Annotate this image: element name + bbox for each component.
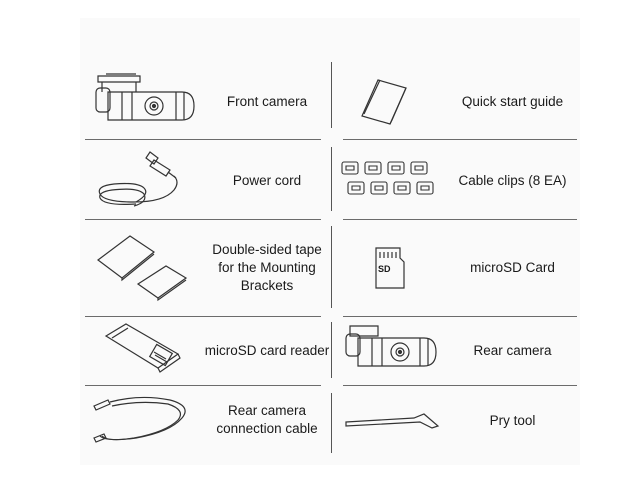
rear-camera-cable-icon — [90, 392, 194, 450]
item-label: Double-sided tape for the Mounting Brack… — [212, 242, 322, 293]
column-divider — [331, 322, 332, 378]
item-label: Front camera — [226, 94, 308, 109]
item-label: Quick start guide — [461, 94, 564, 109]
column-divider — [331, 147, 332, 211]
row-divider — [85, 219, 321, 220]
row-divider — [343, 385, 577, 386]
item-label: Cable clips (8 EA) — [458, 173, 567, 188]
row-divider — [85, 139, 321, 140]
column-divider — [331, 393, 332, 453]
column-divider — [331, 226, 332, 308]
microsd-card-reader-icon — [104, 322, 184, 372]
power-cord-icon — [92, 148, 186, 210]
pry-tool-icon — [344, 410, 440, 434]
item-label: Pry tool — [489, 413, 536, 428]
item-label: Rear camera connection cable — [216, 403, 318, 436]
row-divider — [343, 219, 577, 220]
item-label: Rear camera — [473, 343, 552, 358]
rear-camera-icon — [342, 322, 440, 374]
front-camera-icon — [92, 70, 200, 130]
double-sided-tape-icon — [96, 232, 196, 304]
item-label: Power cord — [232, 173, 302, 188]
item-label: microSD Card — [470, 260, 555, 275]
microsd-card-icon — [370, 246, 410, 290]
cable-clips-icon — [338, 160, 442, 204]
column-divider — [331, 62, 332, 128]
row-divider — [343, 139, 577, 140]
row-divider — [85, 385, 321, 386]
row-divider — [343, 316, 577, 317]
item-label: microSD card reader — [204, 343, 330, 358]
quick-start-guide-icon — [360, 78, 410, 126]
row-divider — [85, 316, 321, 317]
microsd-card-text: SD — [378, 264, 391, 274]
